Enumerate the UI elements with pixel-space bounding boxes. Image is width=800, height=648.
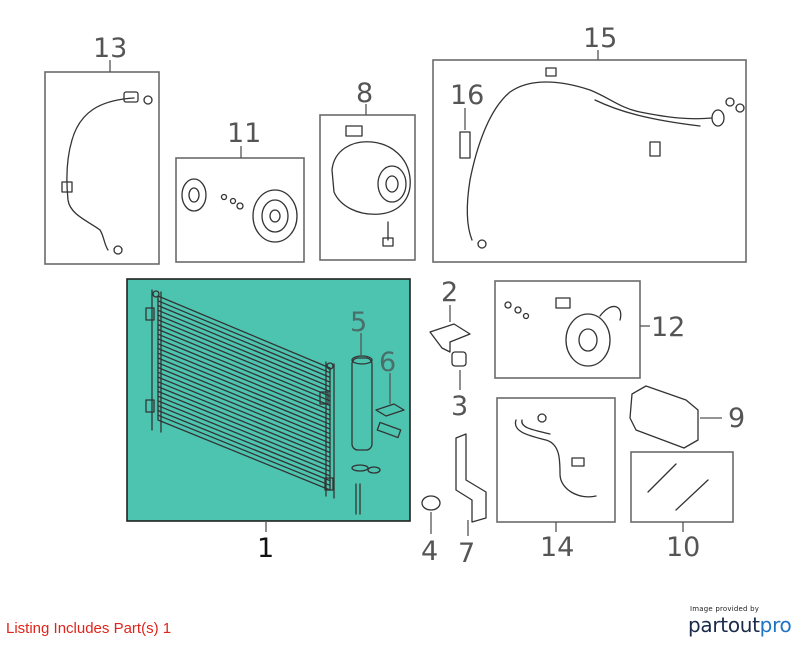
part-13-box[interactable] (44, 71, 160, 265)
callout-4: 4 (421, 536, 438, 567)
condenser-fin-line (157, 414, 331, 486)
coil-illustration (565, 313, 611, 367)
condenser-fin-line (157, 309, 331, 383)
part-14-box[interactable] (496, 397, 616, 523)
callout-8: 8 (356, 78, 373, 109)
condenser-fin-line (157, 300, 331, 374)
listing-text: Listing Includes Part(s) 1 (6, 620, 172, 637)
condenser-illustration (145, 289, 335, 499)
part-16-group[interactable]: 16 (450, 80, 484, 159)
cushion-4-illustration (421, 495, 441, 511)
callout-12: 12 (651, 312, 685, 343)
part-1-condenser-group[interactable]: 5 6 (126, 278, 411, 522)
condenser-fin-line (157, 385, 331, 458)
condenser-fin-line (157, 376, 331, 449)
callout-11: 11 (227, 118, 261, 149)
part-7-group[interactable]: 7 (455, 433, 487, 569)
compressor-illustration (331, 141, 411, 215)
condenser-fin-line (157, 333, 331, 407)
part-14-group[interactable] (496, 397, 616, 523)
hose-13-illustration (66, 97, 135, 251)
sensor-16-illustration (459, 131, 471, 159)
callout-2: 2 (441, 277, 458, 308)
condenser-fin-line (157, 371, 331, 444)
part-12-box[interactable] (494, 280, 641, 379)
condenser-fin-line (157, 390, 331, 463)
image-credit-text: Image provided by (690, 605, 760, 613)
logo-word-1: partout (688, 613, 760, 637)
callout-16: 16 (450, 80, 484, 111)
partoutpro-logo[interactable]: partoutpro (688, 613, 792, 637)
part-8-box[interactable] (319, 114, 416, 261)
bolt-10a-illustration (647, 463, 677, 493)
callout-1: 1 (257, 533, 274, 564)
bracket-9-illustration (629, 385, 699, 449)
condenser-fin-line (157, 409, 331, 482)
condenser-fin-line (157, 381, 331, 454)
bracket-2-illustration (429, 323, 471, 353)
part-10-box[interactable] (630, 451, 734, 523)
condenser-fin-line (157, 352, 331, 425)
callout-5: 5 (350, 307, 367, 338)
callout-10: 10 (666, 532, 700, 563)
pipe-15-illustration (469, 81, 713, 181)
condenser-fin-line (157, 323, 331, 397)
part-11-group[interactable] (175, 157, 305, 263)
logo-word-2: pro (759, 613, 792, 637)
part-12-group[interactable] (494, 280, 641, 379)
hose-14-illustration (514, 419, 597, 498)
condenser-fin-line (157, 347, 331, 421)
condenser-fin-line (157, 395, 331, 468)
pulley-illustration (252, 189, 298, 243)
part-13-group[interactable] (44, 71, 160, 265)
callout-14: 14 (540, 532, 574, 563)
bolt-10b-illustration (675, 479, 709, 511)
condenser-fin-line (157, 362, 331, 435)
condenser-fin-line (157, 314, 331, 388)
part-11-box[interactable] (175, 157, 305, 263)
condenser-fin-line (157, 304, 331, 379)
part-15-box[interactable] (432, 59, 747, 263)
part-10-group[interactable] (630, 451, 734, 523)
callout-7: 7 (458, 538, 475, 569)
callout-3: 3 (451, 391, 468, 422)
condenser-fin-line (157, 400, 331, 472)
receiver-drier-illustration (351, 355, 405, 515)
condenser-fin-line (157, 357, 331, 430)
part-3-group[interactable]: 3 (451, 351, 468, 422)
part-1-highlight-box[interactable] (126, 278, 411, 522)
callout-9: 9 (728, 403, 745, 434)
callout-15: 15 (583, 23, 617, 54)
condenser-fin-line (157, 366, 331, 440)
part-2-group[interactable]: 2 (429, 277, 471, 353)
part-15-group[interactable] (432, 59, 747, 263)
part-4-group[interactable]: 4 (421, 495, 441, 567)
seal-7-illustration (455, 433, 487, 523)
part-8-group[interactable] (319, 114, 416, 261)
grommet-3-illustration (451, 351, 467, 367)
callout-6: 6 (379, 347, 396, 378)
part-9-group[interactable]: 9 (629, 385, 745, 449)
condenser-fin-line (157, 405, 331, 477)
condenser-fin-line (157, 338, 331, 411)
callout-13: 13 (93, 33, 127, 64)
condenser-fin-line (157, 319, 331, 393)
condenser-fin-line (157, 328, 331, 402)
condenser-fin-line (157, 343, 331, 416)
pulley-plate-illustration (181, 178, 207, 212)
